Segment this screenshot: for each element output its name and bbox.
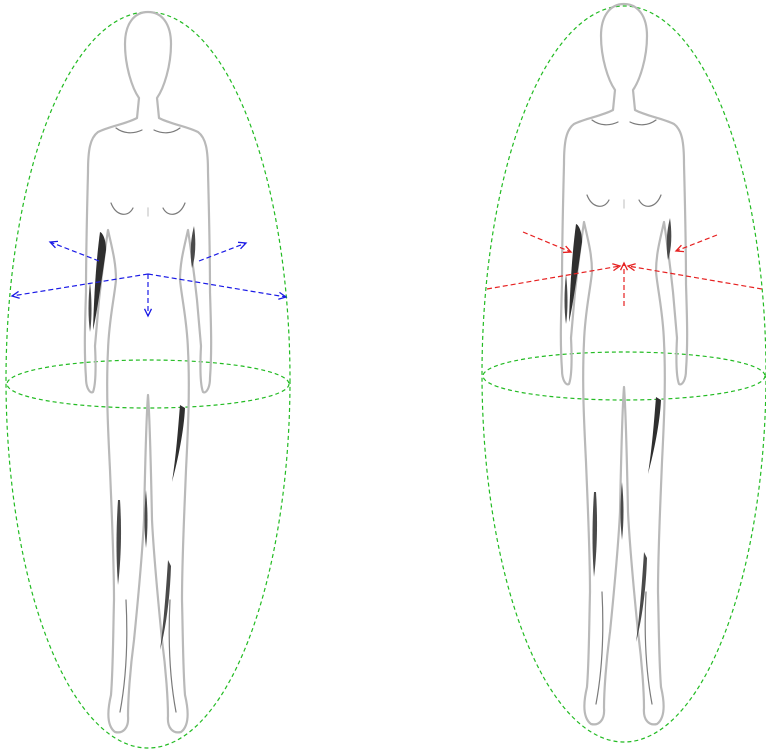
arrowhead — [50, 241, 58, 247]
arrow-left-wide — [12, 274, 148, 296]
arrow-upper-right — [199, 243, 246, 261]
arrow-upper-left — [50, 242, 99, 261]
panel-left — [6, 12, 290, 748]
envelope-ellipse-left — [6, 12, 290, 748]
arrow-in-upper-left — [523, 232, 571, 252]
arrow-right-wide — [148, 274, 286, 297]
contraction-arrows — [487, 232, 762, 306]
mannequin-figure-right — [561, 4, 687, 724]
arrowhead — [278, 292, 286, 299]
mannequin-figure-left — [85, 12, 211, 732]
arrow-in-from-left — [487, 266, 620, 289]
panel-right — [482, 4, 766, 742]
arrow-in-upper-right — [676, 235, 717, 251]
envelope-ellipse-right — [482, 6, 766, 742]
expansion-arrows — [12, 241, 286, 316]
arrow-in-from-right — [628, 266, 762, 289]
